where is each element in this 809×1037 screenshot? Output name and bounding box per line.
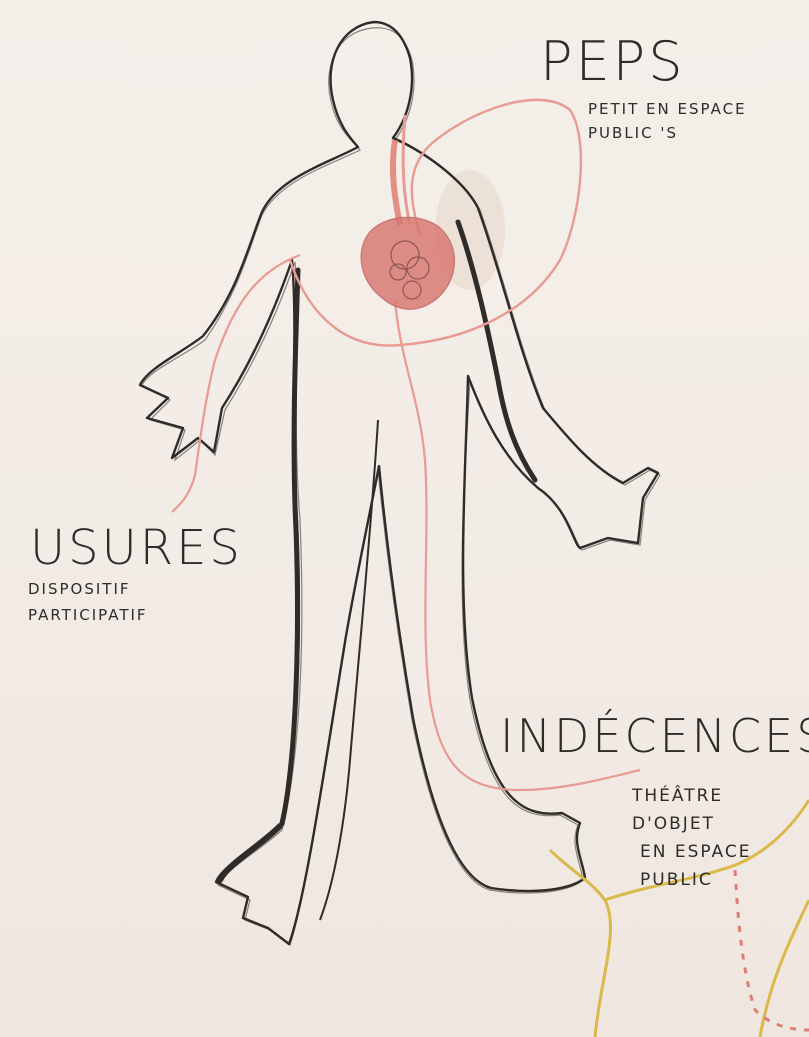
usures-subtitle-line1: DISPOSITIF (28, 580, 131, 599)
gold-branch-3 (760, 900, 809, 1037)
peps-subtitle-line1: PETIT EN ESPACE (588, 100, 747, 119)
usures-title: USURES (30, 518, 243, 578)
indecences-title: INDÉCENCES (500, 708, 809, 766)
shadow-stroke-left-leg (282, 270, 298, 824)
body-outline-faint (142, 28, 660, 945)
indecences-subtitle-line3: EN ESPACE (640, 842, 752, 863)
usures-subtitle-line2: PARTICIPATIF (28, 606, 148, 625)
indecences-subtitle-line2: D'OBJET (632, 814, 715, 835)
peps-title: PEPS (540, 28, 686, 96)
peps-subtitle-line2: PUBLIC 'S (588, 124, 678, 143)
inner-leg-line (320, 420, 378, 920)
vein-neck-2 (403, 115, 410, 225)
indecences-subtitle-line4: PUBLIC (640, 870, 713, 891)
indecences-subtitle-line1: THÉÂTRE (632, 786, 723, 807)
shadow-stroke-left-foot (220, 826, 280, 880)
gold-branch (550, 850, 610, 1037)
pink-dotted (735, 870, 809, 1030)
vein-neck (393, 140, 400, 225)
